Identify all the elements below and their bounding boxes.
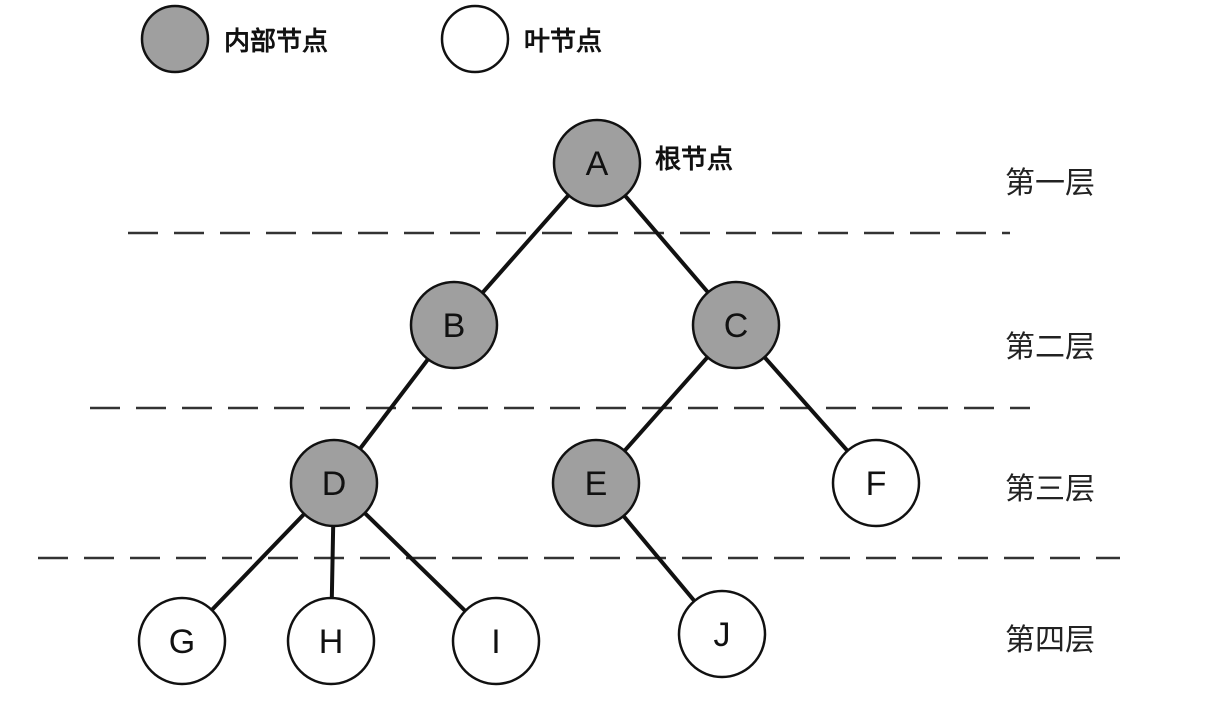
- node-circle-j: [677, 589, 767, 679]
- node-label-c: C: [724, 307, 749, 345]
- edge-c-f: [762, 355, 850, 453]
- edge-c-e: [622, 355, 710, 453]
- edge-e-j: [621, 514, 697, 603]
- level-label-4: 第四层: [1005, 623, 1095, 658]
- edge-d-h: [329, 523, 336, 601]
- level-labels: 第一层 第二层 第三层 第四层: [1005, 166, 1095, 658]
- node-circle-e: [551, 438, 641, 528]
- node-circle-b: [409, 280, 499, 370]
- node-e: E: [551, 438, 641, 528]
- node-label-j: J: [714, 616, 731, 654]
- level-label-3: 第三层: [1005, 472, 1095, 507]
- node-circle-f: [831, 438, 921, 528]
- node-c: C: [691, 280, 781, 370]
- legend-internal-label: 内部节点: [224, 26, 328, 57]
- node-label-e: E: [585, 465, 608, 503]
- node-circle-a: [552, 118, 642, 208]
- node-h: H: [286, 596, 376, 686]
- node-label-i: I: [491, 623, 500, 661]
- node-j: J: [677, 589, 767, 679]
- node-label-b: B: [443, 307, 466, 345]
- node-a: A: [552, 118, 642, 208]
- legend-internal-icon: [140, 4, 210, 74]
- level-dividers: [38, 231, 1120, 560]
- tree-nodes: A B C D E F G H I J: [137, 118, 921, 686]
- node-g: G: [137, 596, 227, 686]
- node-circle-d: [289, 438, 379, 528]
- node-circle-h: [286, 596, 376, 686]
- node-f: F: [831, 438, 921, 528]
- edge-d-g: [209, 511, 307, 613]
- node-i: I: [451, 596, 541, 686]
- node-label-d: D: [322, 465, 347, 503]
- node-circle-g: [137, 596, 227, 686]
- node-circle-i: [451, 596, 541, 686]
- legend: 内部节点 叶节点: [140, 4, 602, 74]
- legend-leaf-icon: [440, 4, 510, 74]
- edge-a-c: [623, 193, 710, 295]
- node-b: B: [409, 280, 499, 370]
- node-label-g: G: [169, 623, 195, 661]
- level-label-1: 第一层: [1005, 166, 1095, 201]
- level-label-2: 第二层: [1005, 330, 1095, 365]
- node-label-f: F: [866, 465, 887, 503]
- legend-leaf-label: 叶节点: [524, 26, 602, 57]
- tree-edges: [209, 193, 850, 613]
- edge-a-b: [480, 193, 571, 295]
- root-annotation: 根节点: [655, 144, 733, 175]
- node-d: D: [289, 438, 379, 528]
- node-label-h: H: [319, 623, 344, 661]
- edge-b-d: [358, 357, 430, 451]
- edge-d-i: [362, 511, 468, 613]
- node-label-a: A: [586, 145, 609, 183]
- node-circle-c: [691, 280, 781, 370]
